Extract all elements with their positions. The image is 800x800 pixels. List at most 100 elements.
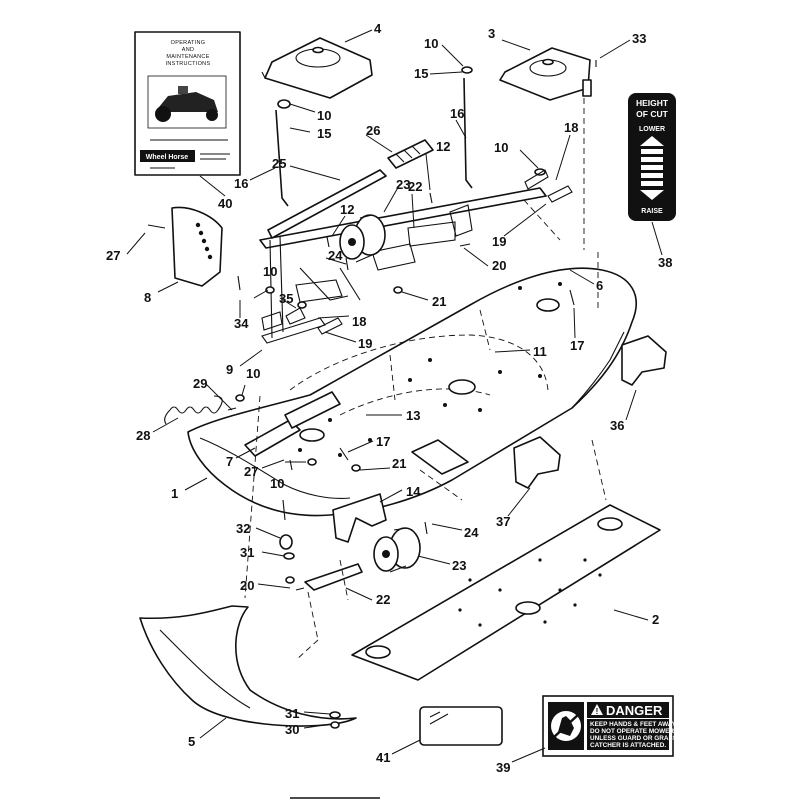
leader-lines — [126, 29, 663, 763]
callout-10: 10 — [246, 366, 260, 381]
warning-triangle-icon — [591, 704, 603, 715]
callout-40: 40 — [218, 196, 232, 211]
callout-28: 28 — [136, 428, 150, 443]
arrow-down-icon — [640, 190, 664, 200]
callouts: 1 2 3 4 5 6 7 8 9 10 10 10 10 10 10 11 1… — [106, 21, 672, 775]
height-decal-raise: RAISE — [641, 208, 663, 215]
callout-31: 31 — [240, 545, 254, 560]
callout-32: 32 — [236, 521, 250, 536]
callout-1: 1 — [171, 486, 178, 501]
callout-25: 25 — [272, 156, 286, 171]
manual-brand-plate — [140, 150, 195, 162]
callout-29: 29 — [193, 376, 207, 391]
callout-26: 26 — [366, 123, 380, 138]
window-glass — [419, 706, 503, 746]
callout-27: 27 — [106, 248, 120, 263]
callout-6: 6 — [596, 278, 603, 293]
manual-title-line: OPERATING — [171, 40, 206, 46]
wheel-axle — [304, 563, 363, 591]
danger-title: DANGER — [606, 703, 663, 718]
callout-10: 10 — [317, 108, 331, 123]
lift-handle — [267, 169, 387, 239]
callout-41: 41 — [376, 750, 390, 765]
rear-hanger-bracket — [621, 335, 667, 386]
callout-33: 33 — [632, 31, 646, 46]
danger-line: UNLESS GUARD OR GRASS — [590, 735, 678, 742]
callout-4: 4 — [374, 21, 382, 36]
handle-grip — [387, 139, 434, 169]
callout-37: 37 — [496, 514, 510, 529]
callout-24: 24 — [328, 248, 343, 263]
callout-10: 10 — [494, 140, 508, 155]
height-decal-title: HEIGHT — [636, 98, 669, 108]
callout-7: 7 — [226, 454, 233, 469]
callout-10: 10 — [270, 476, 284, 491]
callout-8: 8 — [144, 290, 151, 305]
callout-30: 30 — [285, 722, 299, 737]
callout-31: 31 — [285, 706, 299, 721]
callout-38: 38 — [658, 255, 672, 270]
callout-21: 21 — [432, 294, 446, 309]
callout-20: 20 — [240, 578, 254, 593]
danger-line: DO NOT OPERATE MOWER — [590, 728, 674, 735]
height-decal-lower: LOWER — [639, 126, 665, 133]
height-of-cut-decal: HEIGHT OF CUT LOWER RAISE — [628, 93, 676, 221]
danger-line: KEEP HANDS & FEET AWAY. — [590, 721, 677, 728]
front-hanger-bracket — [513, 436, 561, 489]
callout-36: 36 — [610, 418, 624, 433]
callout-24: 24 — [464, 525, 479, 540]
manual-title-line: AND — [182, 47, 195, 53]
callout-19: 19 — [358, 336, 372, 351]
callout-21: 21 — [392, 456, 406, 471]
callout-15: 15 — [317, 126, 331, 141]
callout-18: 18 — [352, 314, 366, 329]
callout-23: 23 — [452, 558, 466, 573]
callout-27: 27 — [244, 464, 258, 479]
wheel-bracket — [332, 493, 387, 543]
callout-39: 39 — [496, 760, 510, 775]
gauge-wheel-top — [339, 214, 386, 263]
callout-19: 19 — [492, 234, 506, 249]
lift-rod — [463, 77, 473, 189]
callout-18: 18 — [564, 120, 578, 135]
height-decal-title: OF CUT — [636, 109, 668, 119]
operating-manual: OPERATING AND MAINTENANCE INSTRUCTIONS W… — [134, 31, 241, 176]
callout-17: 17 — [570, 338, 584, 353]
callout-2: 2 — [652, 612, 659, 627]
callout-9: 9 — [226, 362, 233, 377]
right-deck-cover — [499, 47, 592, 101]
callout-23: 23 — [396, 177, 410, 192]
callout-22: 22 — [376, 592, 390, 607]
manual-brand: Wheel Horse — [146, 154, 189, 161]
front-bracket — [244, 419, 301, 457]
callout-5: 5 — [188, 734, 195, 749]
height-adjust-plate — [171, 206, 223, 287]
callout-17: 17 — [376, 434, 390, 449]
gauge-wheel-bottom — [373, 527, 421, 573]
extension-spring — [164, 395, 223, 425]
manual-title-line: MAINTENANCE — [166, 54, 209, 60]
assembly-guides — [244, 98, 607, 661]
callout-34: 34 — [234, 316, 249, 331]
callout-3: 3 — [488, 26, 495, 41]
danger-line: CATCHER IS ATTACHED. — [590, 742, 666, 749]
bottom-plate — [351, 504, 661, 681]
callout-12: 12 — [436, 139, 450, 154]
svg-text:!: ! — [596, 707, 599, 716]
callout-35: 35 — [279, 291, 293, 306]
callout-22: 22 — [408, 179, 422, 194]
callout-15: 15 — [414, 66, 428, 81]
arrow-up-icon — [640, 136, 664, 146]
mower-deck — [187, 267, 637, 517]
hardware — [147, 60, 597, 729]
callout-16: 16 — [450, 106, 464, 121]
left-deck-cover — [261, 37, 373, 99]
callout-20: 20 — [492, 258, 506, 273]
callout-12: 12 — [340, 202, 354, 217]
danger-decal: ! DANGER KEEP HANDS & FEET AWAY. DO NOT … — [542, 695, 678, 757]
callout-10: 10 — [424, 36, 438, 51]
callout-14: 14 — [406, 484, 421, 499]
callout-10: 10 — [263, 264, 277, 279]
tractor-illustration — [147, 75, 227, 129]
